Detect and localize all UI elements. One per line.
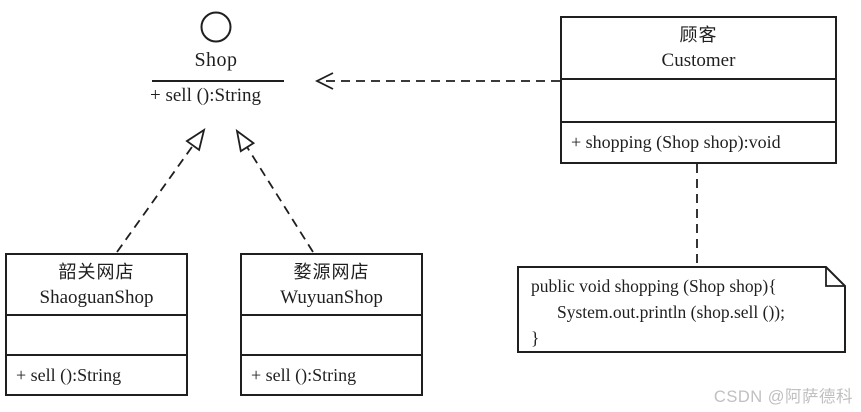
- class-wuyuan-shop: 婺源网店 WuyuanShop + sell ():String: [240, 253, 423, 396]
- class-customer-operations-compartment: + shopping (Shop shop):void: [562, 123, 835, 162]
- csdn-watermark: CSDN @阿萨德科: [713, 388, 853, 406]
- class-method: + sell ():String: [16, 364, 122, 385]
- class-wuyuan-attributes-compartment: [242, 316, 421, 356]
- interface-method: + sell ():String: [150, 85, 261, 106]
- class-method: + sell ():String: [251, 364, 357, 385]
- interface-lollipop-icon: [200, 11, 232, 43]
- class-title-cn: 韶关网店: [58, 261, 135, 282]
- class-customer-attributes-compartment: [562, 80, 835, 123]
- class-wuyuan-operations-compartment: + sell ():String: [242, 356, 421, 394]
- class-title-cn: 顾客: [679, 25, 718, 45]
- interface-name: Shop: [194, 49, 238, 71]
- class-title-en: WuyuanShop: [280, 286, 383, 308]
- dependency-arrowhead-icon: [314, 72, 334, 90]
- class-shaoguan-shop: 韶关网店 ShaoguanShop + sell ():String: [5, 253, 188, 396]
- class-title-en: ShaoguanShop: [39, 286, 154, 308]
- realization-arrow-right-line: [246, 146, 314, 253]
- class-shaoguan-name-compartment: 韶关网店 ShaoguanShop: [7, 255, 186, 316]
- class-title-en: Customer: [661, 50, 736, 71]
- realization-arrow-left-line: [116, 144, 194, 253]
- class-shaoguan-attributes-compartment: [7, 316, 186, 356]
- class-method: + shopping (Shop shop):void: [571, 132, 781, 152]
- code-note-line: }: [531, 328, 540, 348]
- note-shape: [517, 266, 846, 353]
- class-customer-name-compartment: 顾客 Customer: [562, 18, 835, 80]
- realization-arrowhead-left-icon: [185, 128, 206, 152]
- code-note-line: public void shopping (Shop shop){: [531, 276, 777, 296]
- code-note-line: System.out.println (shop.sell ());: [557, 302, 785, 322]
- class-title-cn: 婺源网店: [293, 261, 370, 282]
- code-note: public void shopping (Shop shop){ System…: [531, 273, 831, 351]
- class-customer: 顾客 Customer + shopping (Shop shop):void: [560, 16, 837, 164]
- note-fold-icon: [825, 267, 845, 287]
- class-wuyuan-name-compartment: 婺源网店 WuyuanShop: [242, 255, 421, 316]
- class-shaoguan-operations-compartment: + sell ():String: [7, 356, 186, 394]
- realization-arrowhead-right-icon: [235, 128, 256, 153]
